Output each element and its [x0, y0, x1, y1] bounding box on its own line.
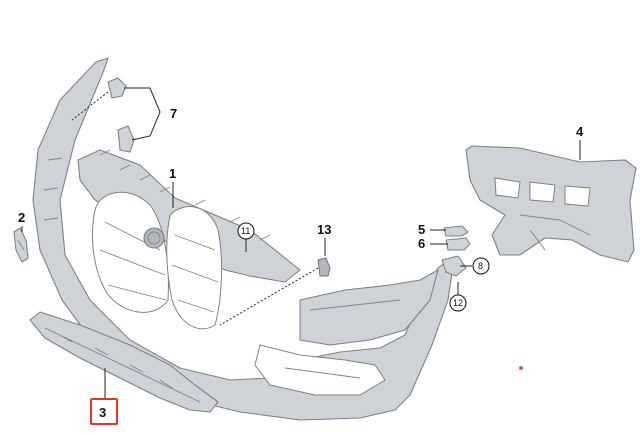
callout-8-badge[interactable]: 8 — [472, 257, 490, 275]
callout-11-badge[interactable]: 11 — [237, 222, 255, 240]
dotted-leader-13 — [219, 267, 319, 326]
callout-13[interactable]: 13 — [317, 222, 331, 237]
callout-11: 11 — [241, 226, 250, 236]
reflector-part[interactable] — [441, 255, 467, 277]
callout-3: 3 — [99, 405, 106, 420]
callout-7[interactable]: 7 — [170, 106, 177, 121]
bumper-carrier-part[interactable] — [465, 145, 637, 263]
callout-6[interactable]: 6 — [418, 236, 425, 251]
callout-4[interactable]: 4 — [576, 124, 584, 139]
callout-12: 12 — [453, 298, 463, 308]
side-bracket-part[interactable] — [13, 227, 29, 263]
callout-5[interactable]: 5 — [418, 222, 425, 237]
callout-2[interactable]: 2 — [18, 210, 25, 225]
callout-1[interactable]: 1 — [169, 166, 176, 181]
sensor-bracket-part[interactable] — [317, 257, 331, 277]
bracket-6-part[interactable] — [445, 237, 471, 251]
mounting-clip-part[interactable] — [107, 77, 135, 153]
leader-line-7 — [124, 87, 161, 141]
callout-3-selected[interactable]: 3 — [90, 398, 118, 425]
bracket-5-part[interactable] — [443, 225, 469, 237]
lower-trim-part[interactable] — [29, 311, 219, 413]
callout-8: 8 — [478, 261, 483, 271]
callout-12-badge[interactable]: 12 — [449, 294, 467, 312]
bumper-cover-part[interactable] — [32, 57, 453, 421]
selection-highlight-box — [90, 398, 118, 425]
red-marker-dot — [519, 366, 523, 370]
